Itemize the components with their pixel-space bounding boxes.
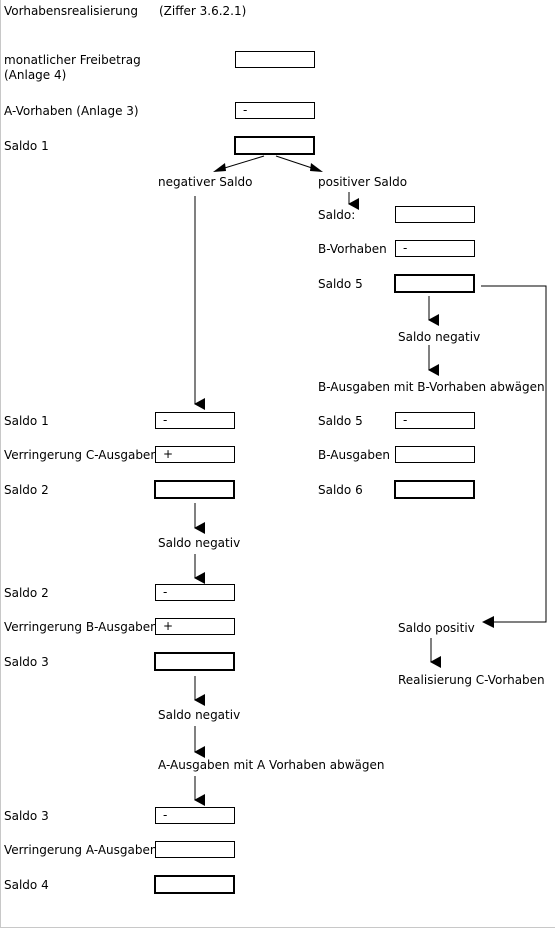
saldo2b-label: Saldo 2 <box>4 586 49 600</box>
freibetrag-sublabel: (Anlage 4) <box>4 68 67 82</box>
realisierung-c-text: Realisierung C-Vorhaben <box>398 673 545 687</box>
saldo4-field[interactable] <box>154 875 235 894</box>
connector-saldo5-to-positiv <box>481 285 547 623</box>
b-ausgaben-label: B-Ausgaben <box>318 448 390 462</box>
verr-c-field[interactable]: + <box>155 446 235 463</box>
verr-a-field[interactable] <box>155 841 235 858</box>
branch-positive-label: positiver Saldo <box>318 175 408 189</box>
abwaegen-a-text: A-Ausgaben mit A Vorhaben abwägen <box>158 758 385 772</box>
verr-b-field[interactable]: + <box>155 618 235 635</box>
verr-c-label: Verringerung C-Ausgaben <box>4 448 158 462</box>
b-ausgaben-field[interactable] <box>395 446 475 463</box>
split-head-left <box>213 163 226 172</box>
saldo1-label: Saldo 1 <box>4 139 49 153</box>
connector-head-positiv <box>482 616 494 628</box>
saldo3b-field[interactable]: - <box>155 807 235 824</box>
saldo3b-label: Saldo 3 <box>4 809 49 823</box>
saldo4-label: Saldo 4 <box>4 878 49 892</box>
abwaegen-b-text: B-Ausgaben mit B-Vorhaben abwägen <box>318 380 545 394</box>
verr-a-label: Verringerung A-Ausgaben <box>4 843 158 857</box>
a-vorhaben-field[interactable]: - <box>235 102 315 119</box>
saldo-negativ-right: Saldo negativ <box>398 330 481 344</box>
a-vorhaben-label: A-Vorhaben (Anlage 3) <box>4 104 139 118</box>
saldo3-label: Saldo 3 <box>4 655 49 669</box>
split-head-right <box>310 163 323 172</box>
branch-negative-label: negativer Saldo <box>158 175 253 189</box>
b-vorhaben-field[interactable]: - <box>395 240 475 257</box>
saldo-positiv-text: Saldo positiv <box>398 621 475 635</box>
saldo2-field[interactable] <box>154 480 235 499</box>
saldo1b-field[interactable]: - <box>155 412 235 429</box>
reference-note: (Ziffer 3.6.2.1) <box>159 4 247 18</box>
saldo-label: Saldo: <box>318 208 356 222</box>
verr-b-label: Verringerung B-Ausgaben <box>4 620 158 634</box>
saldo5-label: Saldo 5 <box>318 277 363 291</box>
saldo2-label: Saldo 2 <box>4 483 49 497</box>
freibetrag-label: monatlicher Freibetrag <box>4 53 141 67</box>
b-vorhaben-label: B-Vorhaben <box>318 242 387 256</box>
saldo3-field[interactable] <box>154 652 235 671</box>
saldo1-field[interactable] <box>234 136 315 155</box>
saldo6-label: Saldo 6 <box>318 483 363 497</box>
saldo-field[interactable] <box>395 206 475 223</box>
saldo-negativ-left-1: Saldo negativ <box>158 536 241 550</box>
saldo5b-field[interactable]: - <box>395 412 475 429</box>
saldo5-field[interactable] <box>394 274 475 293</box>
page-title: Vorhabensrealisierung <box>4 4 138 18</box>
split-line-left <box>217 155 265 171</box>
saldo1b-label: Saldo 1 <box>4 414 49 428</box>
saldo-negativ-left-2: Saldo negativ <box>158 708 241 722</box>
saldo5b-label: Saldo 5 <box>318 414 363 428</box>
saldo2b-field[interactable]: - <box>155 584 235 601</box>
freibetrag-field[interactable] <box>235 51 315 68</box>
saldo6-field[interactable] <box>394 480 475 499</box>
